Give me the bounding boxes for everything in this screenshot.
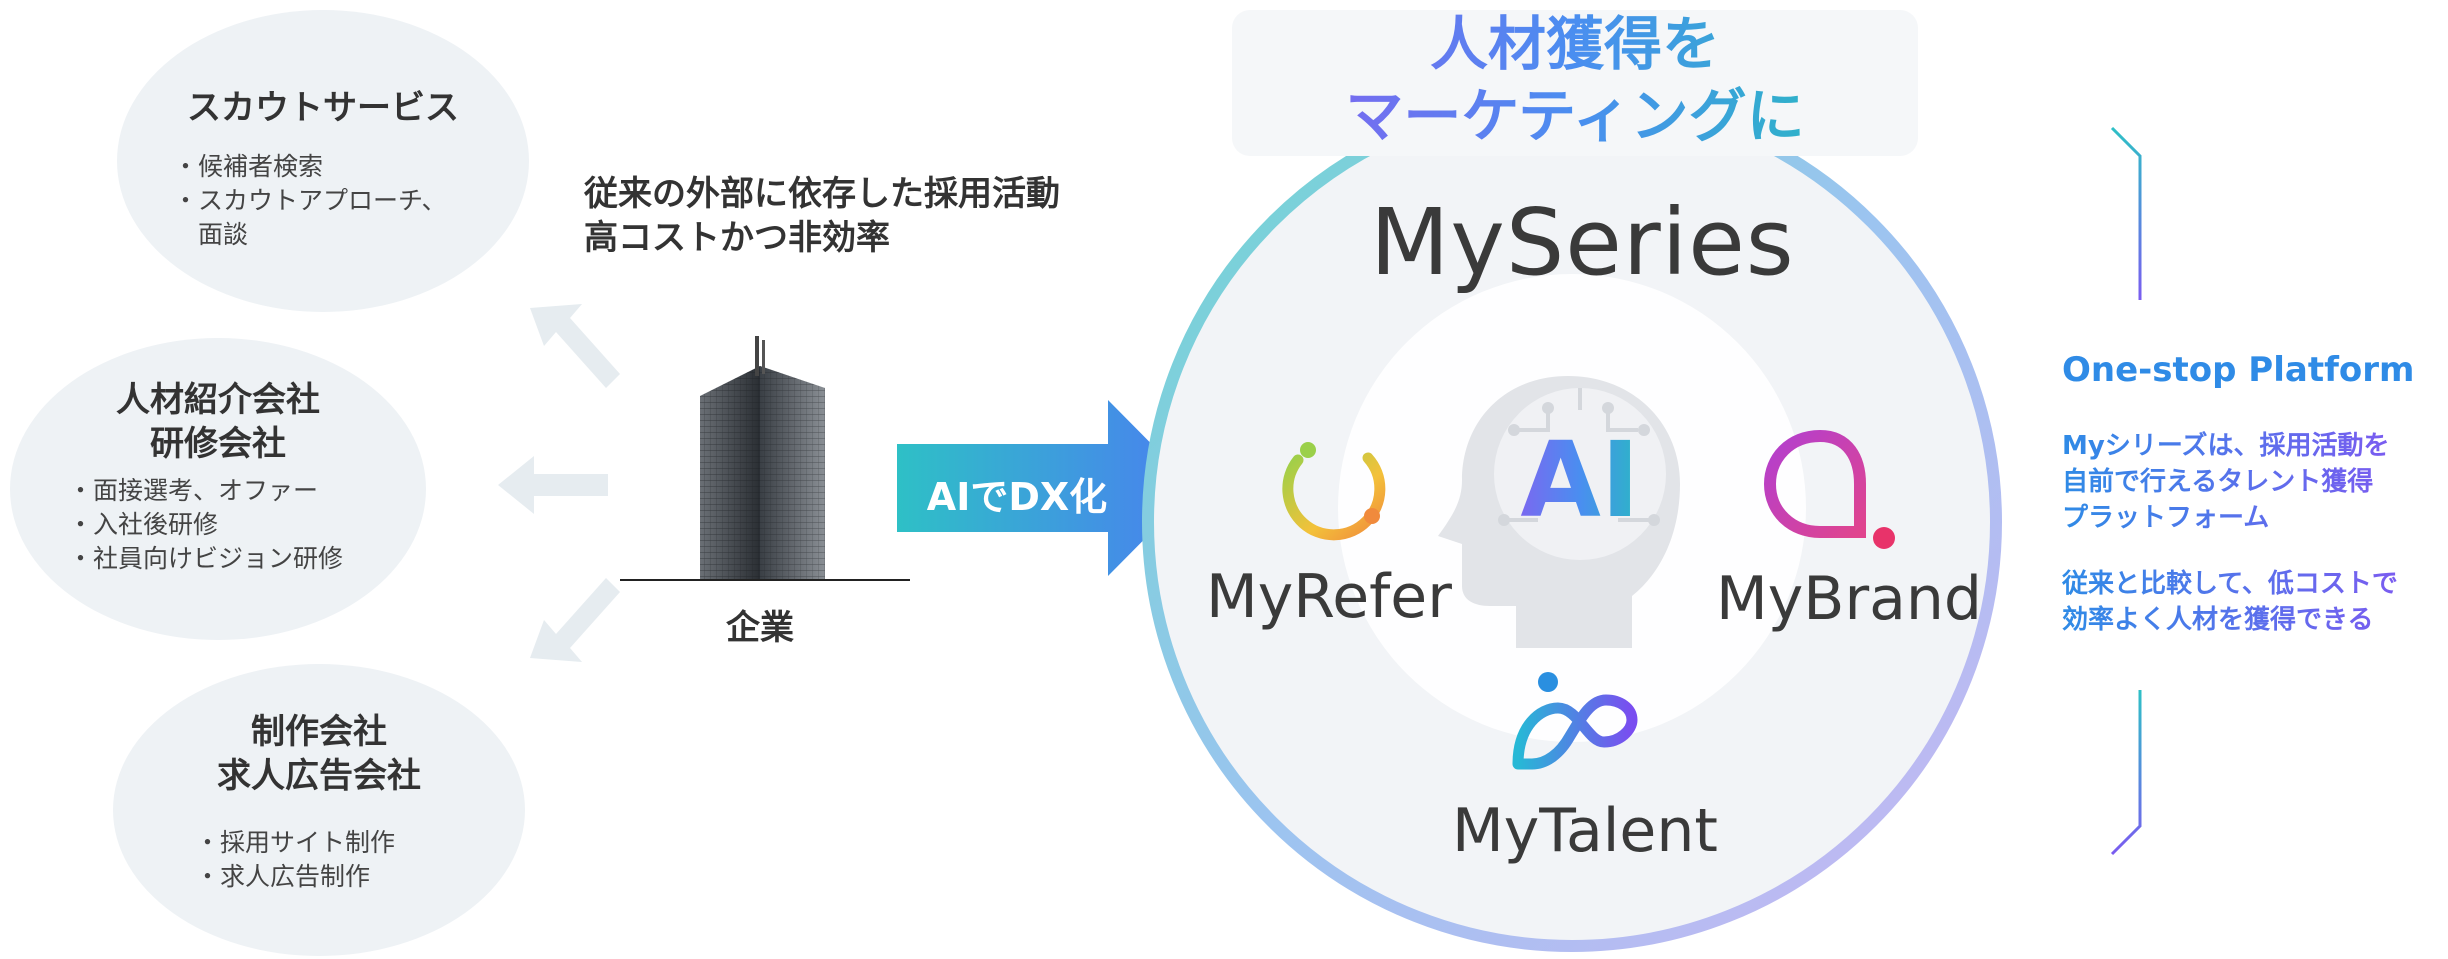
service-title: 制作会社 求人広告会社 [217,712,421,796]
list-item: ・面接選考、オファー [68,476,319,505]
service-item-list: ・面接選考、オファー ・入社後研修 ・社員向けビジョン研修 [68,474,343,576]
company-label: 企業 [726,608,794,648]
list-item: ・採用サイト制作 [195,828,396,857]
arrow-down-left-icon [530,578,620,662]
service-item-list: ・候補者検索 ・スカウトアプローチ、 面談 [173,150,447,252]
service-item-list: ・採用サイト制作 ・求人広告制作 [195,826,395,894]
service-oval-production: 制作会社 求人広告会社 ・採用サイト制作 ・求人広告制作 [113,664,525,956]
service-oval-agency: 人材紹介会社 研修会社 ・面接選考、オファー ・入社後研修 ・社員向けビジョン研… [10,338,426,640]
myrefer-logo-icon [1282,442,1386,541]
myrefer-label: MyRefer [1206,562,1452,632]
ai-head-icon [1438,376,1680,648]
mytalent-logo-icon [1512,672,1638,770]
dx-label: AIでDX化 [926,475,1108,519]
ai-label: AI [1500,420,1660,540]
list-item: ・スカウトアプローチ、 [173,186,447,215]
dx-arrow-icon [897,400,1195,576]
mytalent-label: MyTalent [1452,796,1718,866]
mybrand-logo-icon [1763,429,1895,549]
arrow-left-icon [498,456,608,514]
arrow-up-left-icon [530,304,620,388]
issue-description: 従来の外部に依存した採用活動 高コストかつ非効率 [584,174,1060,258]
list-item: ・入社後研修 [68,510,219,539]
mybrand-label: MyBrand [1716,564,1982,634]
list-item: ・求人広告制作 [195,862,371,891]
side-description-2: 従来と比較して、低コストで 効率よく人材を獲得できる [2062,566,2398,638]
service-title: スカウトサービス [187,88,459,128]
list-item: ・社員向けビジョン研修 [68,544,344,573]
side-title: One-stop Platform [2062,350,2415,390]
office-building-icon [620,336,910,581]
headline-box [1232,10,1918,156]
service-title: 人材紹介会社 研修会社 [116,380,320,464]
list-item: 面談 [173,220,249,249]
side-description-1: Myシリーズは、採用活動を 自前で行えるタレント獲得 プラットフォーム [2062,428,2390,536]
list-item: ・候補者検索 [173,152,324,181]
myseries-logo: MySeries [1370,189,1795,296]
service-oval-scout: スカウトサービス ・候補者検索 ・スカウトアプローチ、 面談 [117,10,529,312]
headline: 人材獲得を マーケティングに [1232,8,1918,152]
side-bracket [2110,126,2142,856]
